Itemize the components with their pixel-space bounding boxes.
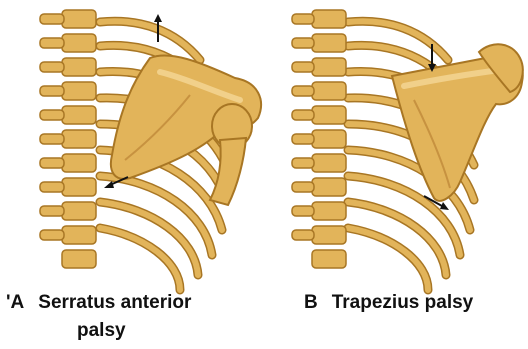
spine-a bbox=[40, 10, 96, 268]
caption-line1: Trapezius palsy bbox=[332, 292, 474, 313]
caption-b: B Trapezius palsy bbox=[304, 292, 473, 314]
spine-b bbox=[292, 10, 346, 268]
caption-a-line2: palsy bbox=[77, 320, 126, 342]
panel-letter: A bbox=[11, 292, 25, 313]
caption-line1: Serratus anterior bbox=[38, 292, 191, 313]
scapula-b bbox=[392, 44, 523, 201]
panel-letter: B bbox=[304, 292, 318, 313]
skeleton-illustration-b bbox=[264, 0, 528, 300]
caption-prefix: ' bbox=[6, 292, 11, 313]
caption-a: 'A Serratus anterior bbox=[6, 292, 191, 314]
skeleton-illustration-a bbox=[0, 0, 264, 300]
